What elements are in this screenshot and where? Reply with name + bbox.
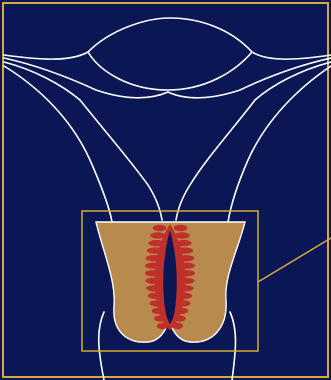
- lining-fold-left: [145, 278, 163, 284]
- lining-fold-right: [177, 263, 195, 269]
- lining-fold-left: [152, 308, 166, 314]
- lining-fold-right: [177, 255, 195, 261]
- lining-fold-right: [176, 247, 193, 253]
- lining-fold-right: [173, 315, 186, 321]
- lining-fold-left: [150, 300, 165, 306]
- lining-fold-left: [148, 293, 164, 299]
- lining-fold-right: [174, 308, 188, 314]
- lining-fold-left: [150, 232, 165, 238]
- cervix-detail-icon: [96, 222, 245, 342]
- lining-fold-left: [146, 285, 163, 291]
- lining-fold-right: [172, 323, 183, 329]
- lining-fold-right: [176, 240, 192, 246]
- lining-fold-right: [175, 232, 190, 238]
- lining-fold-left: [146, 255, 164, 261]
- lining-fold-left: [154, 315, 167, 321]
- lining-fold-left: [147, 247, 164, 253]
- lining-fold-left: [153, 225, 167, 231]
- lining-fold-left: [148, 240, 164, 246]
- lining-fold-right: [174, 225, 188, 231]
- lining-fold-right: [176, 285, 193, 291]
- lining-fold-right: [177, 270, 195, 276]
- lining-fold-left: [145, 263, 163, 269]
- lining-fold-right: [175, 300, 190, 306]
- lining-fold-right: [176, 293, 192, 299]
- lining-fold-right: [177, 278, 195, 284]
- lining-fold-left: [157, 323, 168, 329]
- lining-fold-left: [145, 270, 163, 276]
